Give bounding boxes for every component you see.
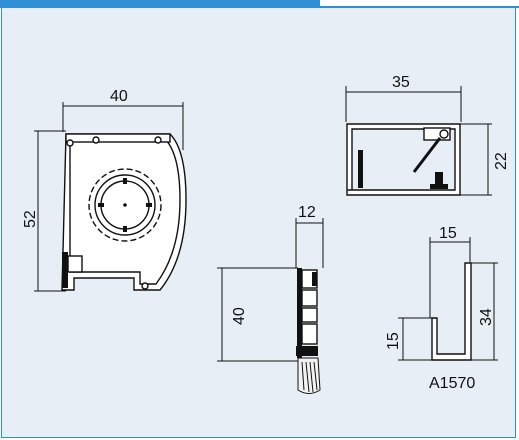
rail-hook-pin	[439, 129, 449, 139]
guide-base	[296, 346, 318, 356]
guide-brush-holder	[301, 323, 318, 345]
angle-lip-label: 15	[385, 332, 402, 350]
box-profile: 40 52	[22, 88, 187, 292]
angle-profile-outline	[431, 262, 472, 361]
rail-inner-flange	[358, 150, 363, 188]
roller-groove-top	[123, 178, 127, 184]
angle-width-label: 15	[439, 225, 457, 242]
rail-width-label: 35	[392, 74, 410, 91]
rail-channel-outline	[346, 123, 461, 196]
box-width-label: 40	[110, 88, 128, 105]
box-height-label: 52	[22, 210, 39, 228]
header-accent-bar	[0, 0, 320, 8]
brush-guide-profile: 12 40	[217, 204, 324, 394]
rail-height-label: 22	[493, 152, 510, 170]
box-screw-port-bottom	[141, 282, 149, 290]
box-screw-port-right	[154, 136, 162, 144]
top-rail-profile: 35 22	[345, 74, 510, 196]
angle-part-code: A1570	[429, 375, 475, 392]
roller-groove-right	[146, 203, 152, 207]
box-screw-port-mid	[92, 136, 100, 144]
guide-height-label: 40	[231, 307, 248, 325]
guide-middle-chamber	[301, 289, 318, 307]
guide-back-plate	[297, 268, 302, 358]
roller-groove-left	[98, 203, 104, 207]
guide-lower-chamber	[301, 307, 318, 323]
roller-groove-bottom	[123, 226, 127, 232]
box-bottom-clip	[67, 255, 83, 273]
rail-bottom-stud	[435, 172, 443, 189]
guide-brush-lines	[301, 361, 318, 393]
box-screw-port-left	[66, 139, 74, 147]
angle-profile: 15 34 15 A1570	[385, 225, 498, 392]
box-rear-wall	[62, 252, 68, 288]
header-accent-line	[320, 6, 519, 8]
guide-upper-wall	[312, 272, 317, 286]
rail-bottom-foot	[430, 184, 448, 189]
roller-axis-point	[123, 203, 127, 207]
rail-spring-arm	[412, 137, 442, 173]
angle-height-label: 34	[478, 308, 495, 326]
box-top-rail	[65, 133, 171, 143]
guide-width-label: 12	[298, 204, 316, 221]
